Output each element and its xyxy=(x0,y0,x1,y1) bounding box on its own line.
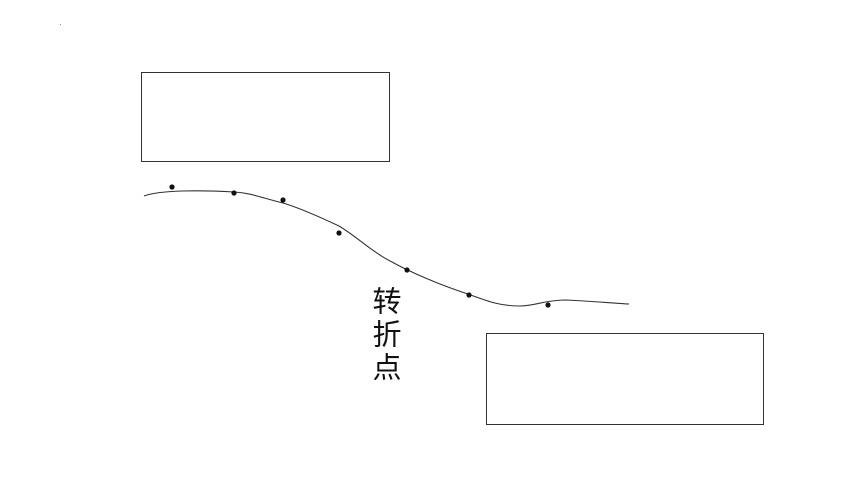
data-point xyxy=(280,197,286,203)
trend-curve-line xyxy=(143,190,630,307)
data-point xyxy=(231,190,237,196)
upper-empty-box xyxy=(141,72,390,162)
data-point xyxy=(545,302,551,308)
turning-point-label: 转折点 xyxy=(368,285,402,385)
corner-speck xyxy=(60,24,61,25)
data-point xyxy=(169,184,175,190)
data-point xyxy=(404,267,410,273)
data-point xyxy=(336,230,342,236)
lower-empty-box xyxy=(486,333,764,425)
data-point xyxy=(466,292,472,298)
data-points xyxy=(169,184,551,308)
